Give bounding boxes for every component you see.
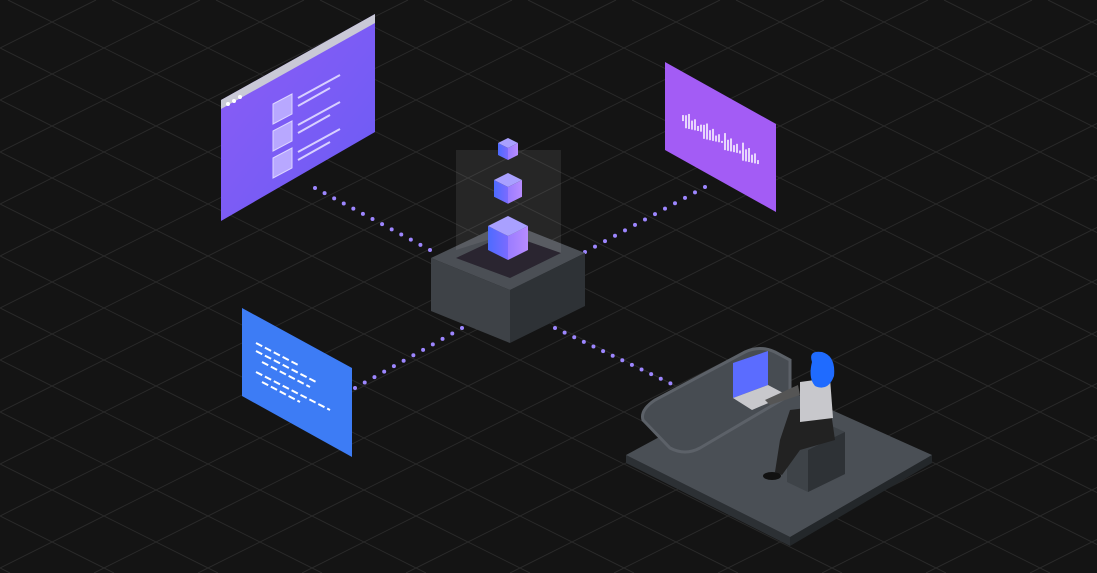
connector-dot xyxy=(430,342,435,347)
cube-icon xyxy=(488,216,528,260)
connector-dot xyxy=(401,358,406,363)
grid-line xyxy=(0,567,11,573)
grid-line xyxy=(1047,0,1097,25)
grid-line xyxy=(93,71,1097,573)
grid-line xyxy=(0,515,115,573)
connector-dot xyxy=(351,206,356,211)
connector-dot xyxy=(460,326,464,330)
connector-dot xyxy=(341,201,346,206)
connector-dot xyxy=(639,367,644,372)
connector-dot xyxy=(663,206,667,211)
connector-dot xyxy=(623,228,627,233)
grid-line xyxy=(0,203,739,573)
grid-line xyxy=(0,307,531,573)
grid-line xyxy=(943,0,1097,77)
connector-dot xyxy=(620,358,625,363)
connector-dot xyxy=(372,375,377,380)
connector-dot xyxy=(322,191,327,196)
connector-dot xyxy=(389,227,394,232)
grid-line xyxy=(925,487,1097,573)
browser-window-icon xyxy=(221,14,375,109)
connector-dot xyxy=(673,201,677,206)
connector-dot xyxy=(382,369,387,374)
connector-dot xyxy=(572,335,577,340)
connector-dot xyxy=(411,353,416,358)
workspace-platform xyxy=(626,347,932,546)
grid-line xyxy=(301,175,1097,573)
connector-dots xyxy=(313,185,707,390)
grid-line xyxy=(0,0,825,413)
grid-line xyxy=(0,0,305,153)
grid-line xyxy=(0,0,721,361)
code-lines-icon xyxy=(255,342,331,411)
grid-line xyxy=(631,0,1097,233)
connector-dot xyxy=(553,326,557,330)
waveform-icon xyxy=(682,113,759,165)
connector-dot xyxy=(581,339,586,344)
connector-dot xyxy=(668,381,673,386)
connector-dot xyxy=(653,212,657,217)
connector-dot xyxy=(440,336,445,341)
connector-dot xyxy=(418,242,423,247)
connector-dot xyxy=(360,211,365,216)
grid-line xyxy=(0,0,201,101)
connector-dot xyxy=(408,237,413,242)
connector-dot xyxy=(428,248,432,252)
laptop-icon xyxy=(733,351,787,410)
connector-dot xyxy=(613,233,617,238)
connector-dot xyxy=(380,222,385,227)
grid-line xyxy=(0,463,219,573)
connector-dot xyxy=(591,344,596,349)
waveform-panel xyxy=(665,62,776,212)
grid-line xyxy=(735,0,1097,181)
connector-dot xyxy=(649,372,654,377)
connector-dot xyxy=(399,232,404,237)
connector-dot xyxy=(370,217,375,221)
grid-line xyxy=(319,0,1097,389)
grid-line xyxy=(821,435,1097,573)
grid-line xyxy=(0,151,843,573)
connector-dot xyxy=(633,222,637,227)
person-at-desk-icon xyxy=(763,351,845,492)
connector-dot xyxy=(332,196,337,201)
grid-line xyxy=(0,359,427,573)
code-panel xyxy=(242,308,352,457)
connector-dot xyxy=(658,376,663,381)
cube-icon xyxy=(494,173,522,204)
grid-line xyxy=(527,0,1097,285)
user-avatar-icon xyxy=(272,120,293,152)
connector-dot xyxy=(593,244,597,249)
connector-dot xyxy=(629,362,634,367)
connector-dot xyxy=(683,195,687,200)
connector-dot xyxy=(601,349,606,354)
connector-dot xyxy=(693,190,697,195)
user-avatar-icon xyxy=(272,147,293,179)
connector-dot xyxy=(450,331,455,336)
grid-line xyxy=(839,0,1097,129)
connector-dot xyxy=(362,380,367,385)
connector-dot xyxy=(610,353,615,358)
connector-dot xyxy=(391,364,396,369)
grid-line xyxy=(0,0,929,465)
users-panel xyxy=(221,14,375,221)
connector-dot xyxy=(421,347,426,352)
connector-dot xyxy=(313,186,317,190)
connector-dot xyxy=(703,185,707,189)
grid-line xyxy=(197,123,1097,573)
connector-dot xyxy=(603,239,607,244)
connector-dot xyxy=(643,217,647,222)
grid-line xyxy=(0,0,97,49)
connector-dot xyxy=(562,330,567,335)
user-avatar-icon xyxy=(272,93,293,125)
grid-line xyxy=(0,411,323,573)
connector-dot xyxy=(353,386,357,390)
cube-icon xyxy=(498,138,518,160)
grid-line xyxy=(1029,539,1097,573)
